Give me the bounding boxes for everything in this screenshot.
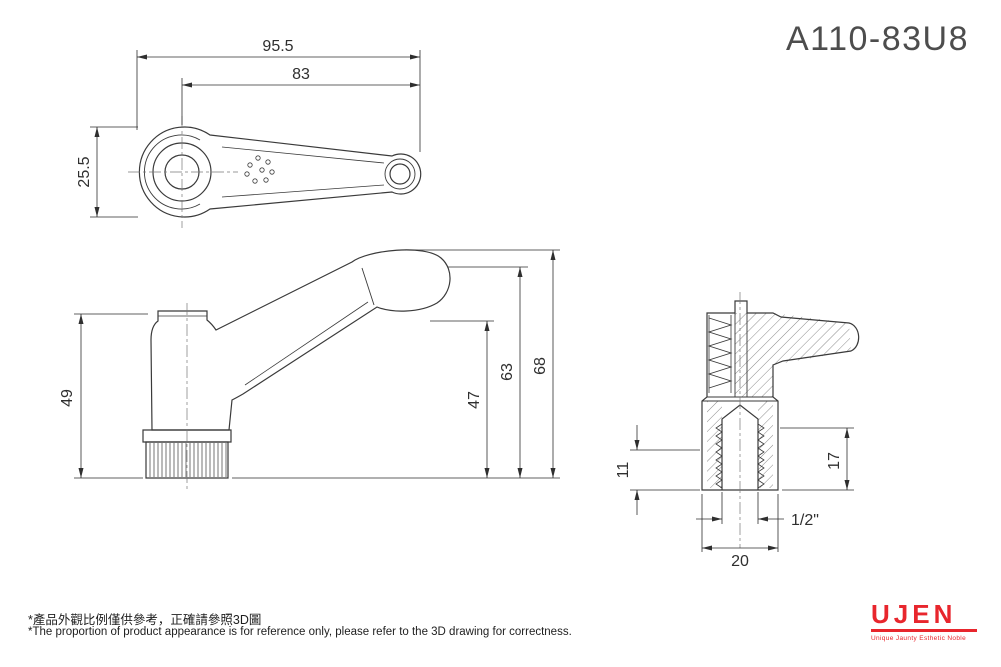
dim-height-68: 68 (532, 357, 549, 375)
brand-logo: UJEN Unique Jaunty Esthetic Noble (871, 601, 977, 642)
thread-left (715, 423, 723, 489)
knurl-lines (149, 443, 227, 477)
tip-ring (384, 158, 416, 190)
dim-depth-11: 11 (615, 462, 632, 479)
tip-hole (389, 163, 411, 185)
spring-guides (708, 315, 732, 393)
collar (142, 429, 232, 443)
hatch-stud (735, 313, 747, 397)
brand-logo-tagline: Unique Jaunty Esthetic Noble (871, 635, 967, 642)
hatch-lower-right (758, 401, 773, 488)
front-body-outline (150, 249, 451, 431)
hatch-lower-left (707, 401, 722, 488)
boss-centerlines (128, 116, 238, 228)
dim-depth-17: 17 (826, 452, 843, 470)
front-view (142, 249, 451, 492)
section-outline (701, 300, 860, 491)
dim-arm-length: 83 (292, 66, 310, 83)
dim-boss-width: 25.5 (76, 156, 93, 187)
dim-overall-length: 95.5 (262, 38, 293, 55)
stud-edges (734, 313, 748, 397)
dim-thread-size: 1/2" (791, 512, 819, 529)
part-number: A110-83U8 (786, 20, 969, 58)
dim-height-63: 63 (499, 363, 516, 381)
hatch-upper-wall (747, 313, 773, 397)
dim-body-height: 49 (59, 389, 76, 407)
dim-height-47: 47 (466, 391, 483, 409)
section-view (701, 292, 860, 548)
hatch-arm-stub (773, 313, 851, 365)
molded-dots (244, 155, 275, 184)
dimension-labels: 95.5 83 25.5 49 47 63 68 11 17 20 1/2" (59, 38, 843, 570)
top-view (128, 116, 422, 228)
dim-width-20: 20 (731, 553, 749, 570)
footer-note-zh: *產品外觀比例僅供參考，正確請參照3D圖 (28, 613, 262, 627)
top-view-outline (138, 126, 422, 218)
knurl-body (145, 441, 229, 479)
arm-inner-lines (221, 146, 385, 198)
brand-logo-rule (871, 629, 977, 632)
dimension-lines (74, 50, 854, 552)
footer-note-en: *The proportion of product appearance is… (28, 626, 572, 638)
thread-right (757, 423, 765, 489)
arm-inner-line (244, 301, 369, 386)
handle-joint-line (361, 267, 375, 306)
spring-coil (707, 317, 733, 389)
brand-logo-name: UJEN (871, 599, 957, 629)
